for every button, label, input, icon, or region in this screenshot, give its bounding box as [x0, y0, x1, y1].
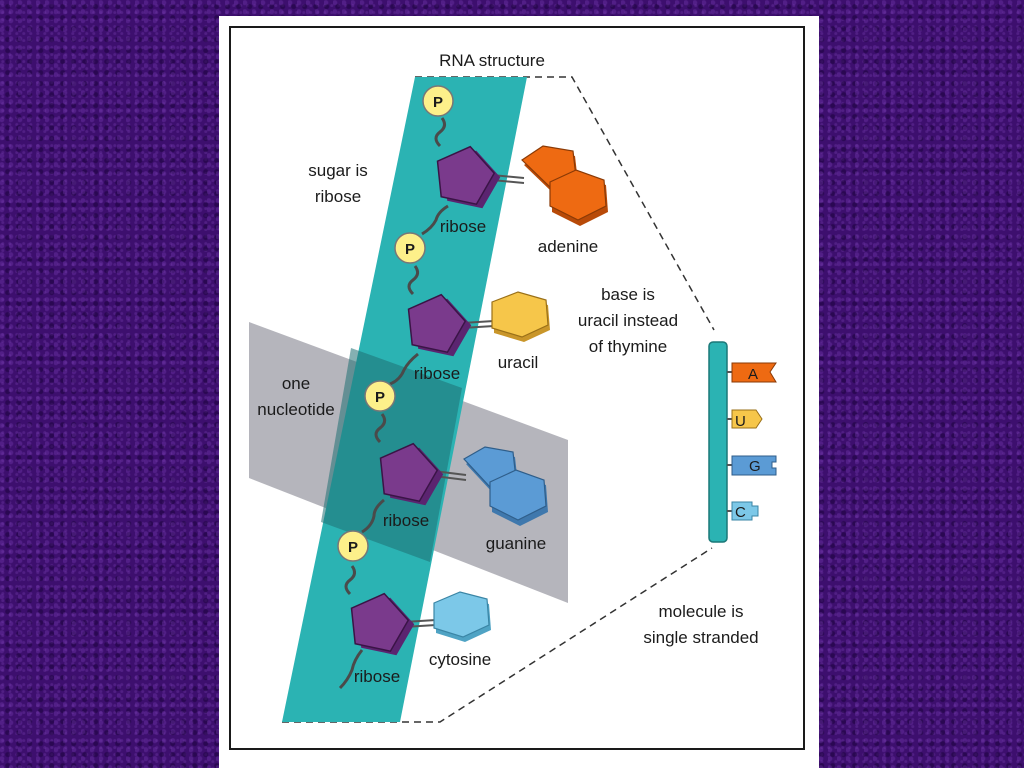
phosphate-2: P [394, 232, 426, 264]
sugar-annotation-line-2: ribose [315, 187, 361, 206]
phosphate-3: P [364, 380, 396, 412]
strand-tag-g: G [727, 455, 777, 476]
svg-text:C: C [735, 504, 746, 521]
phosphate-4: P [337, 530, 369, 562]
adenine-label: adenine [538, 237, 599, 256]
guanine-base [463, 446, 548, 526]
single-strand-icon: A U G C [708, 341, 777, 543]
strand-annotation-line-2: single stranded [643, 628, 758, 647]
figure-frame [229, 26, 805, 750]
diagram-title: RNA structure [439, 51, 545, 70]
strand-tag-a: A [727, 362, 777, 383]
nucleotide-annotation-line-1: one [282, 374, 310, 393]
strand-tag-c: C [727, 501, 759, 521]
ribose-label-3: ribose [383, 511, 429, 530]
strand-tag-u: U [727, 409, 763, 430]
uracil-base [491, 291, 550, 342]
ribose-label-4: ribose [354, 667, 400, 686]
adenine-base [521, 145, 608, 226]
svg-text:G: G [749, 458, 761, 475]
guanine-label: guanine [486, 534, 547, 553]
nucleotide-annotation-line-2: nucleotide [257, 400, 335, 419]
base-annotation-line-3: of thymine [589, 337, 667, 356]
base-annotation-line-2: uracil instead [578, 311, 678, 330]
strand-annotation-line-1: molecule is [658, 602, 743, 621]
svg-text:P: P [375, 389, 385, 406]
svg-text:U: U [735, 413, 746, 430]
ribose-label-1: ribose [440, 217, 486, 236]
cytosine-label: cytosine [429, 650, 491, 669]
svg-text:P: P [433, 94, 443, 111]
svg-text:P: P [405, 241, 415, 258]
svg-text:A: A [748, 366, 758, 383]
cytosine-base [433, 591, 491, 642]
backbone-links [338, 117, 449, 690]
phosphate-1: P [422, 85, 454, 117]
uracil-label: uracil [498, 353, 539, 372]
sugar-annotation-line-1: sugar is [308, 161, 368, 180]
base-annotation-line-1: base is [601, 285, 655, 304]
svg-text:P: P [348, 539, 358, 556]
ribose-label-2: ribose [414, 364, 460, 383]
